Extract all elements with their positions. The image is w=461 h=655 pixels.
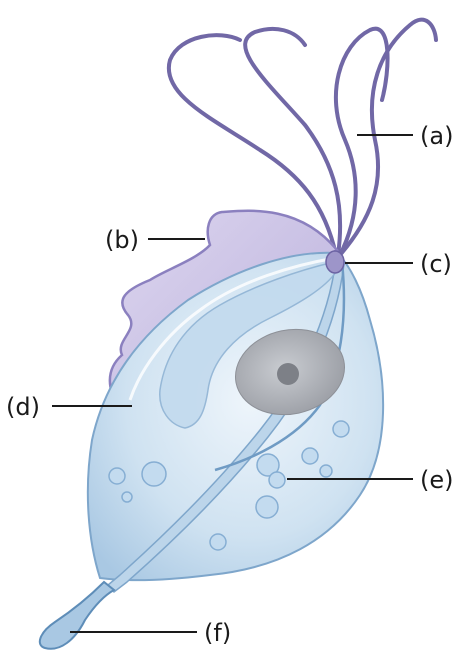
nucleolus: [277, 363, 299, 385]
basal-body: [326, 251, 344, 273]
vacuole: [122, 492, 132, 502]
label-b: (b): [105, 226, 139, 254]
label-d: (d): [6, 393, 40, 421]
axostyle-tail: [40, 582, 114, 649]
vacuole: [256, 496, 278, 518]
vacuole: [142, 462, 166, 486]
flagella: [169, 20, 436, 255]
vacuole: [109, 468, 125, 484]
label-c: (c): [420, 250, 452, 278]
vacuole: [210, 534, 226, 550]
label-e: (e): [420, 466, 454, 494]
vacuole: [269, 472, 285, 488]
vacuole: [333, 421, 349, 437]
label-a: (a): [420, 122, 453, 150]
vacuole: [320, 465, 332, 477]
label-f: (f): [204, 619, 231, 647]
vacuole: [302, 448, 318, 464]
